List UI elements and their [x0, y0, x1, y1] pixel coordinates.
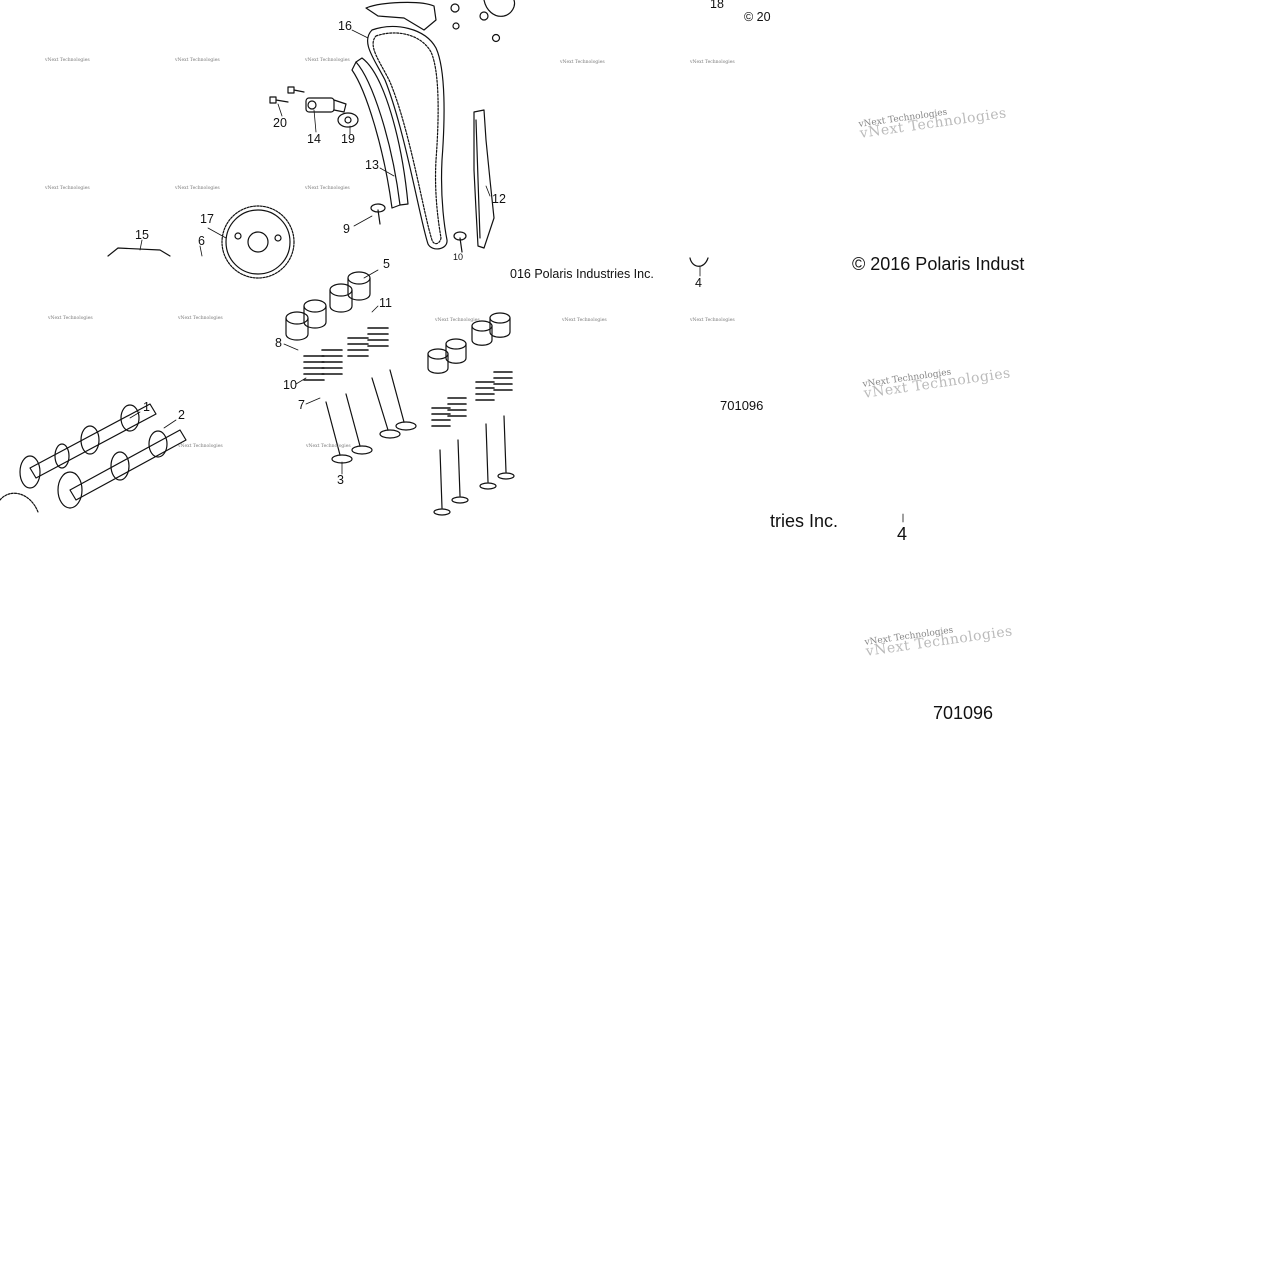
callout-15: 15 — [135, 228, 149, 242]
buckets-right — [427, 312, 511, 374]
watermark: vNext Technologies — [175, 58, 220, 63]
leader-lines — [129, 29, 904, 523]
callout-4-large: 4 — [897, 524, 908, 544]
watermark: vNext Technologies — [306, 444, 351, 449]
watermark: vNext Technologies — [178, 444, 223, 449]
bolt-9 — [370, 203, 386, 225]
callout-17: 17 — [200, 212, 214, 226]
top-sprocket — [483, 0, 516, 17]
top-bracket — [365, 1, 437, 31]
watermark: vNext Technologies — [435, 318, 480, 323]
callout-16: 16 — [338, 19, 352, 33]
copyright-large: © 2016 Polaris Indust — [852, 254, 1025, 274]
callout-10: 10 — [283, 378, 297, 392]
springs-left — [303, 327, 389, 381]
watermark: vNext Technologies — [690, 318, 735, 323]
watermark: vNext Technologies — [178, 316, 223, 321]
callout-7: 7 — [298, 398, 305, 412]
callout-18: 18 — [710, 0, 724, 11]
callout-3: 3 — [337, 473, 344, 487]
timing-chain — [366, 26, 448, 250]
chain-guide — [351, 57, 409, 209]
watermark: vNext Technologies — [45, 186, 90, 191]
valves-right — [433, 415, 515, 516]
callout-9: 9 — [343, 222, 350, 236]
copyright-small: © 20 — [744, 10, 771, 24]
copyright-tail: tries Inc. — [770, 511, 839, 531]
callout-2: 2 — [178, 408, 185, 422]
callout-11: 11 — [379, 296, 392, 310]
valves-left — [325, 369, 417, 464]
part-number-large: 701096 — [933, 703, 994, 723]
part-number-small: 701096 — [720, 398, 764, 413]
callout-20: 20 — [273, 116, 287, 130]
watermark: vNext Technologies — [690, 60, 735, 65]
callout-8: 8 — [275, 336, 282, 350]
watermark: vNext Technologies — [560, 60, 605, 65]
watermark: vNext Technologies — [175, 186, 220, 191]
callout-4: 4 — [695, 276, 702, 290]
copyright-partial: 016 Polaris Industries Inc. — [510, 267, 654, 281]
camshaft-exhaust — [57, 429, 187, 509]
washer-4 — [689, 257, 709, 267]
cam-gear — [221, 205, 295, 279]
buckets-left — [285, 271, 371, 341]
bolt-10 — [453, 231, 467, 253]
callout-5: 5 — [383, 257, 390, 271]
camshaft-intake — [19, 403, 157, 489]
watermark: vNext Technologies — [562, 318, 607, 323]
callout-1: 1 — [143, 400, 150, 414]
tensioner — [269, 86, 359, 128]
callout-12: 12 — [492, 192, 506, 206]
callout-19: 19 — [341, 132, 355, 146]
cam-housing — [107, 247, 171, 257]
callout-10-partial: 10 — [453, 252, 464, 262]
springs-right — [431, 371, 513, 427]
callout-6: 6 — [198, 234, 205, 248]
watermark: vNext Technologies — [305, 58, 350, 63]
callout-13: 13 — [365, 158, 379, 172]
watermark: vNext Technologies — [48, 316, 93, 321]
watermark: vNext Technologies — [45, 58, 90, 63]
callout-14: 14 — [307, 132, 321, 146]
chain-guide-right — [473, 109, 495, 249]
cam-sprocket-bottom — [0, 492, 39, 513]
watermark: vNext Technologies — [305, 186, 350, 191]
